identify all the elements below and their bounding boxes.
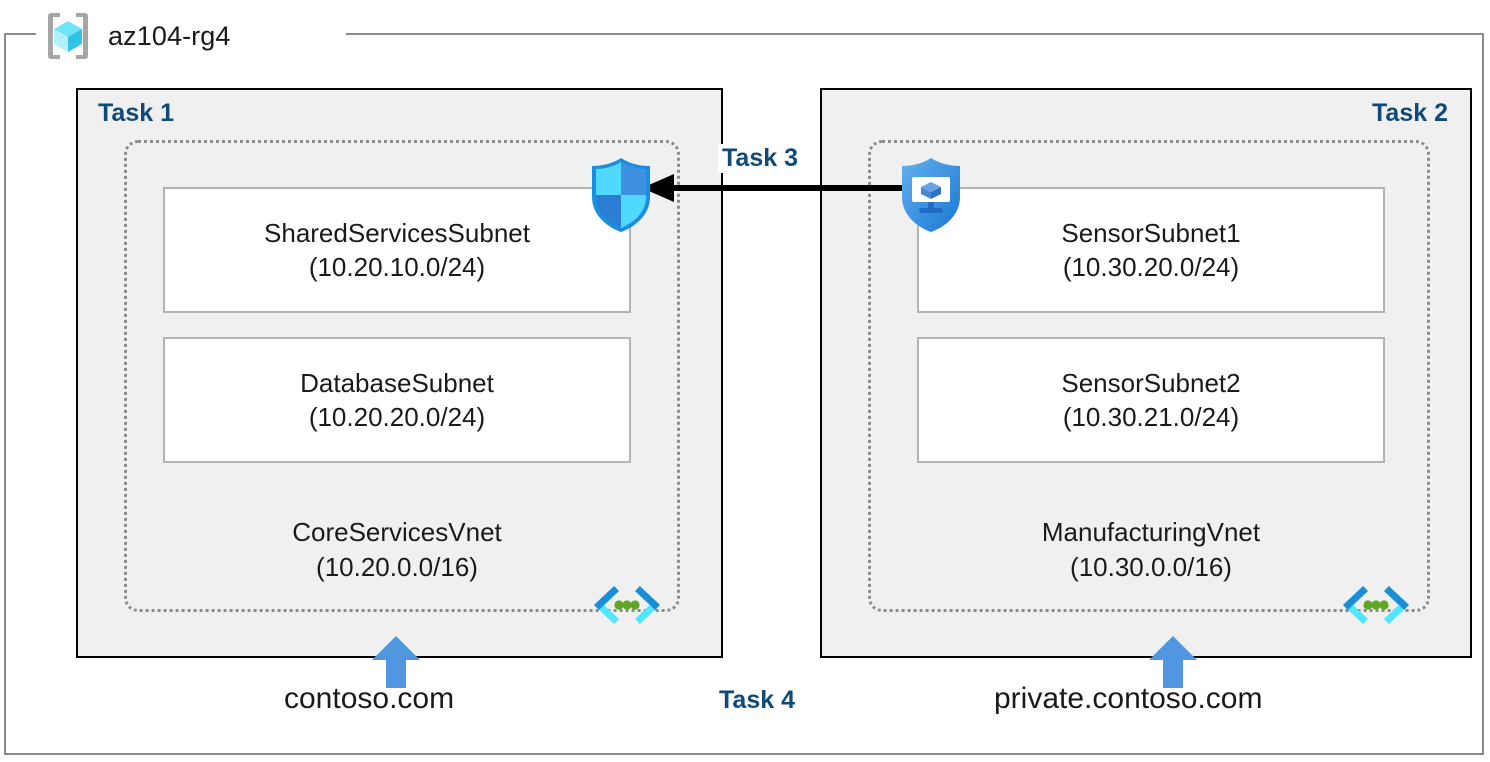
virtual-network-boundary-left [124,140,680,612]
subnet-box-database: DatabaseSubnet (10.20.20.0/24) [163,337,631,463]
task-4-label: Task 4 [719,686,795,714]
vnet-cidr: (10.20.0.0/16) [316,551,478,582]
vnet-name: CoreServicesVnet [292,517,502,547]
subnet-box-sensor2: SensorSubnet2 (10.30.21.0/24) [917,337,1385,463]
vnet-cidr: (10.30.0.0/16) [1070,551,1232,582]
azure-bastion-shield-icon [895,155,967,235]
vnet-label-left: CoreServicesVnet (10.20.0.0/16) [163,515,631,584]
vnet-name: ManufacturingVnet [1041,517,1261,547]
subnet-cidr: (10.20.10.0/24) [308,252,486,282]
virtual-network-boundary-right [868,140,1430,612]
virtual-network-icon [1341,583,1411,627]
up-arrow-icon [372,636,420,688]
task-1-label: Task 1 [98,99,174,127]
task-2-label: Task 2 [1372,99,1448,127]
subnet-cidr: (10.30.21.0/24) [1062,402,1240,432]
subnet-name: SensorSubnet2 [1061,367,1241,398]
subnet-name: DatabaseSubnet [300,367,494,398]
subnet-cidr: (10.20.20.0/24) [308,402,486,432]
resource-group-boundary [4,33,1484,755]
subnet-cidr: (10.30.20.0/24) [1062,252,1240,282]
azure-resource-group-cube-icon [40,8,96,64]
resource-group-header: az104-rg4 [40,8,230,64]
up-arrow-icon [1149,636,1197,688]
subnet-name: SensorSubnet1 [1061,217,1241,248]
network-security-group-shield-icon [585,155,657,235]
peering-arrow-icon [640,168,910,208]
subnet-box-sharedservices: SharedServicesSubnet (10.20.10.0/24) [163,187,631,313]
subnet-box-sensor1: SensorSubnet1 (10.30.20.0/24) [917,187,1385,313]
dns-zone-label-right: private.contoso.com [994,682,1263,715]
vnet-label-right: ManufacturingVnet (10.30.0.0/16) [917,515,1385,584]
task-3-label: Task 3 [718,144,802,173]
subnet-name: SharedServicesSubnet [264,217,530,248]
resource-group-name: az104-rg4 [108,20,231,51]
dns-zone-label-left: contoso.com [284,682,455,715]
virtual-network-icon [592,583,662,627]
